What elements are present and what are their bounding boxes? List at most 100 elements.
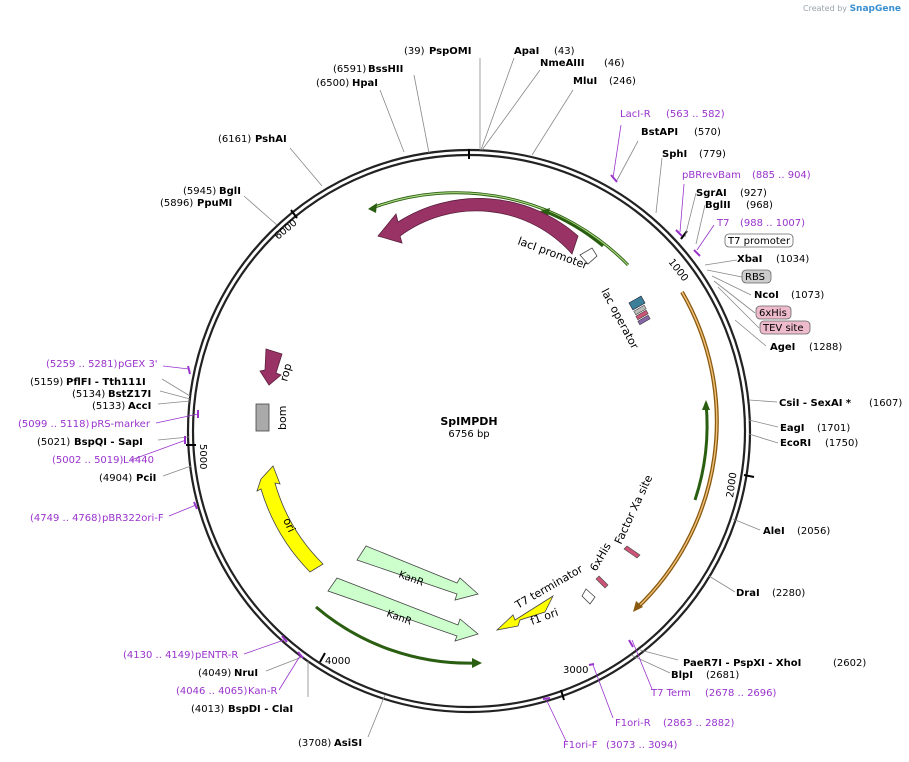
tick-label-6000: 6000 [273, 218, 300, 243]
plasmid-size: 6756 bp [448, 429, 489, 440]
pos-pshai: (6161) [218, 134, 251, 145]
name-sgrai: SgrAI [696, 188, 727, 199]
mark-f1ori-r [588, 663, 595, 666]
pos-pgex: (5259 .. 5281) [46, 359, 118, 370]
enzyme-labels-left: (5159) PflFI - Tth111I (5134) BstZ17I (5… [30, 377, 362, 749]
name-bspqi: BspQI - SapI [74, 437, 143, 448]
pos-asisi: (3708) [298, 738, 331, 749]
name-pcii: PciI [136, 473, 156, 484]
pos-l4440: (5002 .. 5019) [52, 455, 124, 466]
rop-feature [259, 348, 283, 386]
tev-block [637, 314, 651, 326]
conn-bgli [243, 195, 278, 226]
name-l4440: L4440 [123, 455, 154, 466]
conn-f1ori-r [592, 664, 614, 719]
conn-prs-marker [155, 413, 199, 424]
pos-drai: (2280) [772, 588, 805, 599]
name-xbai: XbaI [737, 254, 762, 265]
pos-pflfi: (5159) [30, 377, 63, 388]
tick-2000 [743, 474, 755, 478]
t7-promoter-label: T7 promoter [727, 236, 791, 247]
conn-acci [157, 400, 191, 405]
name-ppumi: PpuMI [197, 198, 232, 209]
pos-t7term: (2678 .. 2696) [705, 688, 777, 699]
conn-t7 [696, 224, 715, 251]
pos-prs-marker: (5099 .. 5118) [18, 419, 90, 430]
ori-feature [256, 465, 324, 573]
mark-pbrrevbam [675, 229, 683, 237]
primer-labels: LacI-R (563 .. 582) pBRrevBam (885 .. 90… [18, 109, 811, 751]
conn-kan-r [278, 655, 301, 691]
name-pbr322ori: pBR322ori-F [102, 513, 164, 524]
pos-pbrrevbam: (885 .. 904) [752, 170, 811, 181]
six-his-feature-bottom [595, 575, 609, 589]
conn-l4440 [130, 439, 187, 461]
rbs-box [741, 269, 772, 284]
tick-label-2000: 2000 [725, 472, 739, 499]
name-apai: ApaI [514, 46, 539, 57]
pos-ppumi: (5896) [160, 198, 193, 209]
orf-inner-arrowhead [702, 400, 710, 410]
lac-operator-label: lac operator [598, 286, 641, 351]
conn-eagi [748, 419, 779, 428]
six-his-label-bottom: 6xHis [587, 540, 614, 573]
boxed-feature-labels: T7 promoter RBS 6xHis TEV site [724, 233, 811, 335]
mark-pentr [281, 635, 288, 643]
pos-mlui: (246) [609, 76, 636, 87]
pos-ncoi: (1073) [791, 290, 824, 301]
primer-marks [184, 174, 701, 700]
promoter-arcs [315, 191, 709, 665]
primer-connectors [130, 124, 715, 742]
conn-6xhis [713, 280, 756, 314]
conn-sphi [655, 157, 663, 214]
tick-3000 [560, 689, 565, 701]
conn-pgex [162, 365, 190, 370]
mark-pbr322 [193, 501, 198, 510]
rop-label: rop [277, 362, 294, 383]
pos-bglii: (968) [746, 200, 773, 211]
tev-box [759, 320, 811, 335]
pos-agei: (1288) [809, 342, 842, 353]
lacI-promoter-arc-outer-glow [371, 192, 629, 266]
watermark: Created by SnapGene [803, 4, 901, 14]
name-bgli: BglI [219, 186, 241, 197]
name-csii: CsiI - SexAI * [779, 398, 852, 409]
name-pgex: pGEX 3' [118, 359, 158, 370]
pos-bspdi: (4013) [191, 704, 224, 715]
conn-tev [717, 286, 760, 329]
name-asisi: AsiSI [334, 738, 362, 749]
enzyme-labels-right: BstAPI (570) SphI (779) SgrAI (927) BglI… [641, 127, 902, 681]
conn-nmeaiii [481, 69, 541, 151]
conn-sgrai [684, 192, 697, 238]
pos-csii: (1607) [869, 398, 902, 409]
conn-alei [732, 518, 761, 531]
rbs-block [633, 304, 647, 316]
conn-drai [708, 575, 736, 593]
t7-terminator-feature [581, 588, 596, 605]
mark-laci-r [610, 174, 618, 183]
conn-bspqi [157, 436, 190, 441]
lacI-label: lacI [476, 212, 495, 225]
name-pbrrevbam: pBRrevBam [682, 170, 741, 181]
name-laci-r: LacI-R [620, 109, 651, 120]
insert-orf-arrowhead [633, 601, 643, 612]
six-his-box [755, 305, 792, 320]
name-ncoi: NcoI [754, 290, 779, 301]
name-blpi: BlpI [671, 670, 693, 681]
tev-label: TEV site [762, 323, 804, 334]
bom-label: bom [276, 406, 289, 430]
name-bglii: BglII [705, 200, 731, 211]
conn-agei [734, 319, 767, 347]
snapgene-logo: SnapGene [849, 4, 901, 14]
name-alei: AleI [763, 526, 785, 537]
tick-label-5000: 5000 [197, 444, 208, 469]
name-prs-marker: pRS-marker [91, 419, 151, 430]
name-bstz17i: BstZ17I [108, 389, 151, 400]
pos-bspqi: (5021) [37, 437, 70, 448]
pos-bstz17i: (5134) [72, 389, 105, 400]
lacI-feature [377, 198, 579, 255]
name-pspomi: PspOMI [429, 46, 471, 57]
conn-pshai [289, 147, 323, 187]
mark-t7term [628, 639, 634, 648]
